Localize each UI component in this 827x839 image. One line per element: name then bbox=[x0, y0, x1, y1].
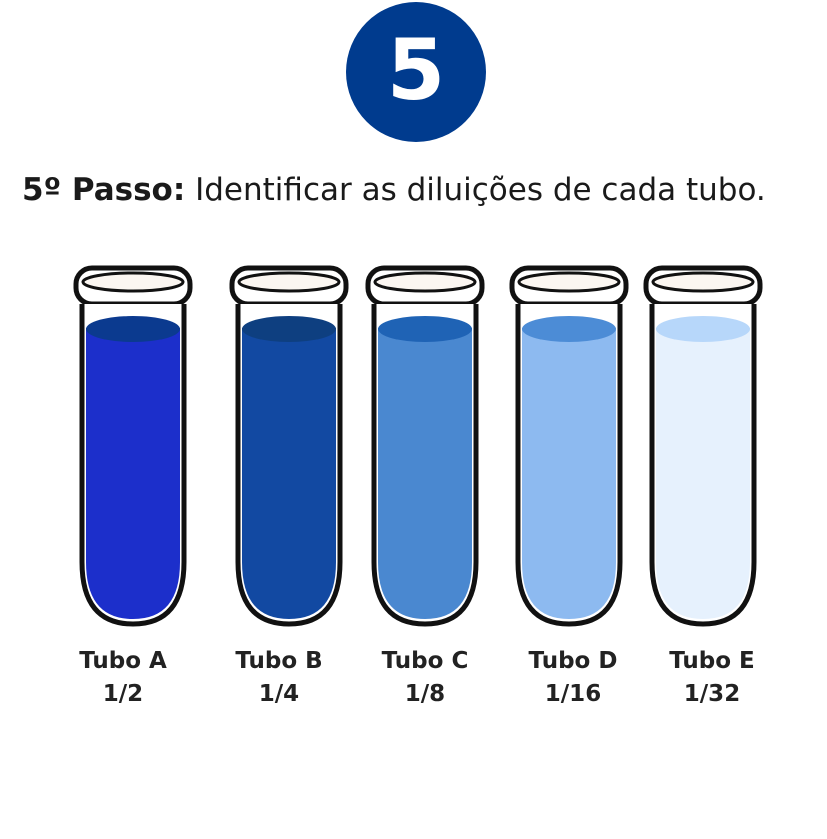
instruction-body: Identificar as diluições de cada tubo. bbox=[185, 172, 766, 208]
tube-dilution: 1/4 bbox=[258, 681, 300, 707]
test-tube-e bbox=[643, 265, 763, 627]
tube-caption-a: Tubo A 1/2 bbox=[53, 645, 193, 711]
tube-dilution: 1/16 bbox=[544, 681, 602, 707]
liquid-surface-b bbox=[242, 316, 336, 342]
tube-caption-d: Tubo D 1/16 bbox=[503, 645, 643, 711]
liquid-surface-e bbox=[656, 316, 750, 342]
test-tube-d bbox=[509, 265, 629, 627]
liquid-surface-a bbox=[86, 316, 180, 342]
tube-name: Tubo A bbox=[79, 648, 167, 674]
liquid-surface-d bbox=[522, 316, 616, 342]
liquid-d bbox=[522, 328, 616, 619]
test-tube-a bbox=[73, 265, 193, 627]
liquid-c bbox=[378, 328, 472, 619]
tube-caption-e: Tubo E 1/32 bbox=[642, 645, 782, 711]
step-number: 5 bbox=[386, 21, 446, 119]
tube-dilution: 1/2 bbox=[102, 681, 144, 707]
test-tube-b bbox=[229, 265, 349, 627]
tube-name: Tubo E bbox=[669, 648, 755, 674]
tube-dilution: 1/32 bbox=[683, 681, 741, 707]
test-tube-c bbox=[365, 265, 485, 627]
liquid-e bbox=[656, 328, 750, 619]
instruction-text: 5º Passo: Identificar as diluições de ca… bbox=[22, 172, 822, 208]
liquid-surface-c bbox=[378, 316, 472, 342]
instruction-label: 5º Passo: bbox=[22, 172, 186, 208]
tube-caption-c: Tubo C 1/8 bbox=[355, 645, 495, 711]
tube-caption-b: Tubo B 1/4 bbox=[209, 645, 349, 711]
tube-dilution: 1/8 bbox=[404, 681, 446, 707]
tube-name: Tubo D bbox=[528, 648, 618, 674]
tube-name: Tubo C bbox=[381, 648, 469, 674]
liquid-b bbox=[242, 328, 336, 619]
test-tube-rack bbox=[0, 262, 827, 642]
liquid-a bbox=[86, 328, 180, 619]
tube-name: Tubo B bbox=[235, 648, 323, 674]
step-badge: 5 bbox=[346, 2, 486, 142]
